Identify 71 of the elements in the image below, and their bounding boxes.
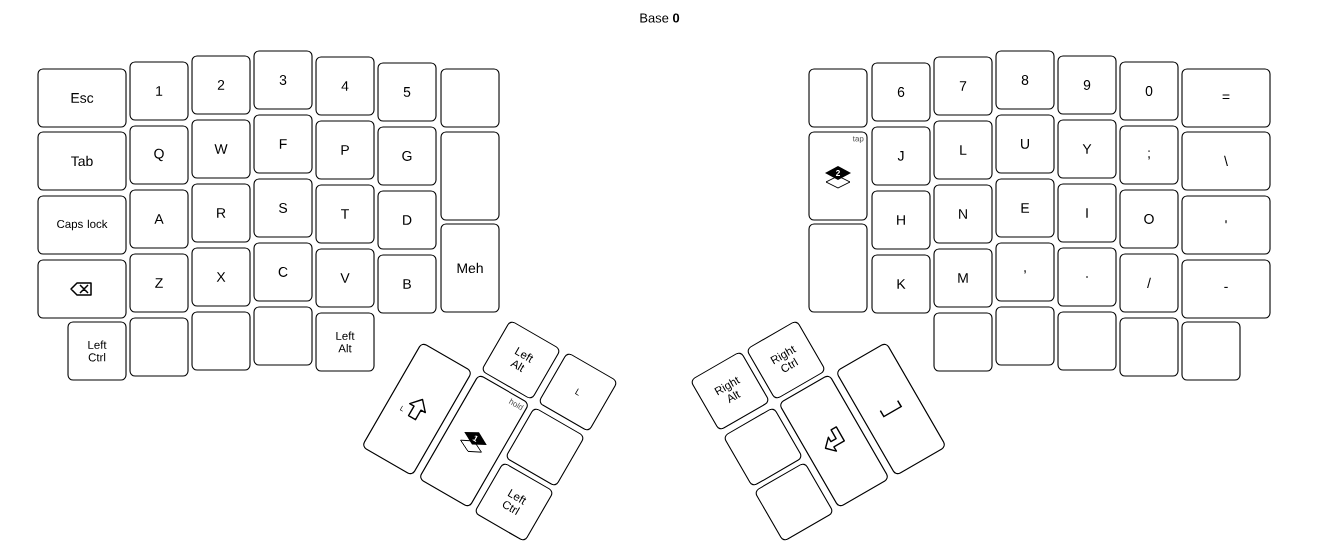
key: Right Alt <box>691 352 769 430</box>
key: A <box>129 189 189 249</box>
key: Meh <box>440 223 500 313</box>
key: Q <box>129 125 189 185</box>
key: 1 <box>129 61 189 121</box>
key: R <box>191 183 251 243</box>
key: X <box>191 247 251 307</box>
key: 3 <box>253 50 313 110</box>
key: , <box>995 242 1055 302</box>
key: U <box>995 114 1055 174</box>
key <box>129 317 189 377</box>
key: Y <box>1057 119 1117 179</box>
key: Right Ctrl <box>747 321 825 399</box>
key: H <box>871 190 931 250</box>
key: = <box>1181 68 1271 128</box>
key: P <box>315 120 375 180</box>
key: C <box>253 242 313 302</box>
key: / <box>1119 253 1179 313</box>
key: N <box>933 184 993 244</box>
key: \ <box>1181 131 1271 191</box>
key: O <box>1119 189 1179 249</box>
key: 8 <box>995 50 1055 110</box>
key: Left Ctrl <box>67 321 127 381</box>
key <box>808 68 868 128</box>
key <box>995 306 1055 366</box>
key: Left Alt <box>482 321 560 399</box>
key: E <box>995 178 1055 238</box>
key <box>933 312 993 372</box>
key <box>1119 317 1179 377</box>
key <box>808 223 868 313</box>
key: S <box>253 178 313 238</box>
title: Base 0 <box>640 13 680 23</box>
key: K <box>871 254 931 314</box>
key: Esc <box>37 68 127 128</box>
key: L <box>933 120 993 180</box>
key <box>755 463 833 541</box>
key: ; <box>1119 125 1179 185</box>
key: - <box>1181 259 1271 319</box>
key <box>506 408 584 486</box>
key <box>253 306 313 366</box>
key: 4 <box>315 56 375 116</box>
key: 0 <box>1119 61 1179 121</box>
key <box>191 311 251 371</box>
key: L <box>539 353 617 431</box>
key: Left Ctrl <box>475 463 553 541</box>
key: 2 <box>191 55 251 115</box>
key: J <box>871 126 931 186</box>
key: V <box>315 248 375 308</box>
key: T <box>315 184 375 244</box>
key <box>440 68 500 128</box>
key: I <box>1057 183 1117 243</box>
key: 9 <box>1057 55 1117 115</box>
key: ' <box>1181 195 1271 255</box>
key: 7 <box>933 56 993 116</box>
key: 6 <box>871 62 931 122</box>
key: D <box>377 190 437 250</box>
key: F <box>253 114 313 174</box>
key: Left Alt <box>315 312 375 372</box>
key: B <box>377 254 437 314</box>
key <box>724 408 802 486</box>
key <box>1181 321 1241 381</box>
key: . <box>1057 247 1117 307</box>
key: Z <box>129 253 189 313</box>
key <box>1057 311 1117 371</box>
key: M <box>933 248 993 308</box>
key <box>440 131 500 221</box>
key: Caps lock <box>37 195 127 255</box>
key: G <box>377 126 437 186</box>
key: Tab <box>37 131 127 191</box>
key: 5 <box>377 62 437 122</box>
key: W <box>191 119 251 179</box>
